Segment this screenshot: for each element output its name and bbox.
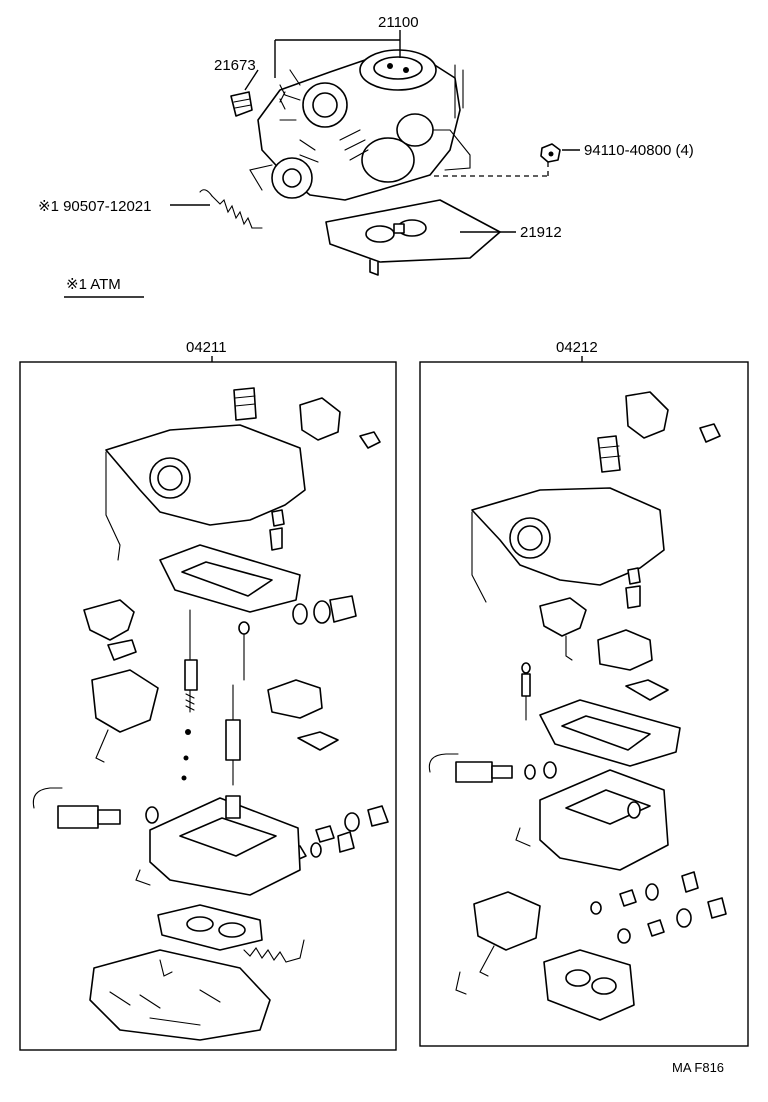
page-code: MA F816	[672, 1060, 724, 1075]
label-assembly: 21100	[378, 14, 419, 31]
carburetor-assembly	[249, 49, 471, 201]
label-gasket: 21912	[520, 224, 562, 241]
label-kit-left: 04211	[186, 339, 227, 356]
kit-left-parts	[32, 387, 389, 1041]
kit-left-box	[19, 356, 397, 1051]
label-spring: ※1 90507-12021	[38, 198, 152, 215]
spring-part	[199, 189, 263, 229]
kit-right-parts	[428, 391, 727, 1021]
kit-right-box	[419, 356, 749, 1047]
label-atm-note: ※1 ATM	[66, 276, 121, 293]
label-kit-right: 04212	[556, 339, 598, 356]
top-leader-lines	[170, 30, 580, 233]
cap-part	[230, 91, 253, 117]
label-nut: 94110-40800 (4)	[584, 142, 694, 159]
label-cap: 21673	[214, 57, 256, 74]
base-gasket	[325, 199, 501, 276]
nut-part	[540, 143, 561, 163]
